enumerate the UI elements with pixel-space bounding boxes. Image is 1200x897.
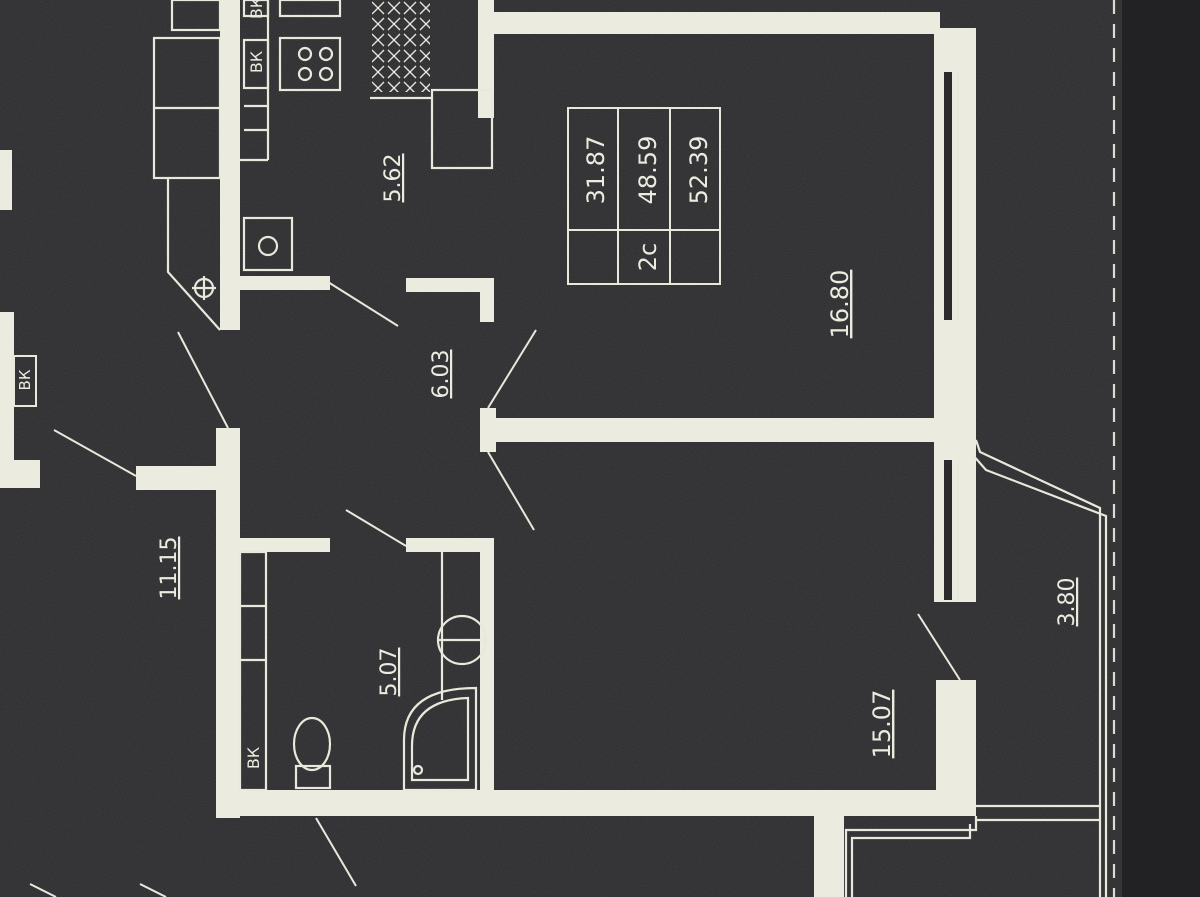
kitchen-fixtures <box>152 0 494 331</box>
wall-bottom <box>216 790 976 816</box>
shaft-label-top: ВК <box>247 0 266 19</box>
room-area-hall: 6.03 <box>429 350 454 399</box>
wall-left-upper <box>0 150 12 210</box>
wall-bottom-right-stub <box>936 680 976 816</box>
wall-kitchen-bottom <box>240 276 330 290</box>
wall-bath-right <box>480 538 494 798</box>
door-swings <box>29 281 961 897</box>
left-shaft <box>13 355 37 407</box>
shaft-label-kitchen: ВК <box>247 50 266 73</box>
wall-center <box>482 418 940 442</box>
room-area-living: 16.80 <box>826 270 854 339</box>
legend-total-with-balcony: 52.39 <box>685 136 713 205</box>
room-area-corridor: 11.15 <box>157 537 182 600</box>
wall-left-mid <box>0 312 14 472</box>
bathroom-fixtures <box>238 550 488 792</box>
legend-frame <box>567 107 721 285</box>
legend-rooms-code: 2с <box>634 243 662 271</box>
shaft-label-bath: ВК <box>244 746 263 769</box>
wall-bath-top-right <box>406 538 494 552</box>
area-legend: 31.87 48.59 52.39 2с <box>567 107 721 285</box>
room-area-bedroom: 15.07 <box>868 690 896 759</box>
room-area-bathroom: 5.07 <box>377 648 402 697</box>
wall-right-exterior <box>934 28 976 602</box>
wall-center-cap <box>480 408 496 452</box>
wall-kitchen-left <box>220 0 240 330</box>
room-area-kitchen: 5.62 <box>381 154 406 203</box>
wall-hall-stub-right <box>480 278 494 322</box>
wall-corridor-vert <box>216 428 240 818</box>
window-gap-top <box>944 72 952 320</box>
wall-bath-top-left <box>240 538 330 552</box>
legend-total-area: 48.59 <box>634 136 662 205</box>
right-shadow <box>1122 0 1200 897</box>
shaft-label-left: ВК <box>16 369 34 390</box>
wall-hall-stub-top <box>406 278 492 292</box>
wall-left-mid-bottom <box>0 460 40 488</box>
balcony-outline <box>844 439 1108 897</box>
wall-top-living <box>480 12 940 34</box>
kitchen-hatch <box>372 0 430 92</box>
wall-lower-right <box>814 816 844 897</box>
room-area-balcony: 3.80 <box>1055 578 1080 627</box>
legend-living-area: 31.87 <box>582 136 610 205</box>
window-gap-mid <box>944 460 952 600</box>
walls <box>0 0 976 897</box>
